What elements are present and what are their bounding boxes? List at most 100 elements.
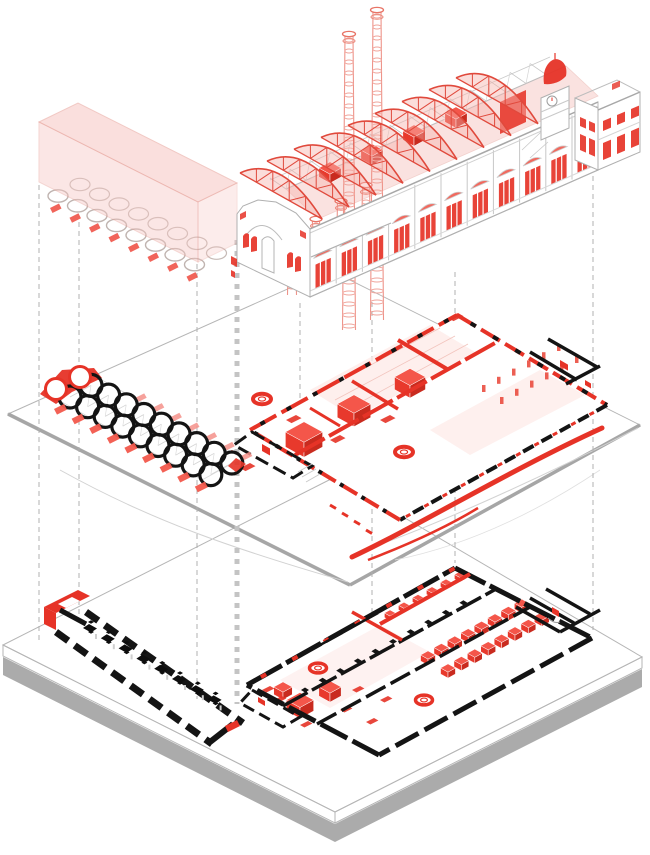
- cube-top-face: [420, 650, 436, 660]
- roof-truss: [374, 108, 458, 161]
- truss-top-chord: [347, 120, 431, 172]
- perimeter-wall-lower-right-accents: [399, 403, 608, 522]
- equipment-rings: [307, 661, 435, 707]
- facade-window: [399, 225, 404, 252]
- cube-top-face: [460, 628, 477, 638]
- equipment-rings: [251, 391, 415, 460]
- truss-fill: [348, 121, 430, 172]
- red-bit: [352, 686, 365, 693]
- truss-top-chord: [428, 84, 512, 137]
- site-contour-line: [59, 469, 349, 583]
- hall-post: [557, 344, 561, 351]
- chimney-ring: [370, 277, 384, 283]
- truss-bottom-chord: [455, 77, 539, 125]
- truss-bottom-chord: [401, 101, 485, 149]
- red-bit: [366, 718, 379, 725]
- perimeter-wall-lower-right: [399, 403, 608, 522]
- facade-window: [498, 181, 504, 208]
- door-swing: [547, 617, 561, 623]
- red-bit: [380, 415, 396, 424]
- truss-web: [471, 73, 523, 115]
- truss-fill: [294, 144, 376, 196]
- chimney-ring: [344, 37, 354, 43]
- vault-wall-red: [50, 203, 62, 213]
- back-wall-line: [269, 56, 551, 181]
- chimney-ring: [343, 191, 355, 197]
- annex-red-bit: [560, 360, 568, 371]
- hall-post: [560, 364, 564, 372]
- bay-lunette: [417, 203, 438, 213]
- ground-plate-side-right: [334, 656, 643, 824]
- roof-truss: [239, 168, 323, 220]
- cube-top-face: [480, 641, 497, 651]
- boiler-blocks: [318, 90, 526, 184]
- hall-post: [545, 372, 549, 380]
- facade-window: [509, 176, 515, 203]
- vault-wall-red: [167, 262, 179, 272]
- roof-truss: [347, 120, 431, 172]
- truss-bottom-chord: [239, 172, 323, 220]
- equipment-ring: [307, 661, 329, 675]
- truss-web: [363, 121, 415, 163]
- truss-top-chord: [239, 168, 323, 220]
- tank-wall-red: [54, 404, 67, 415]
- facade-window: [525, 170, 530, 197]
- facade-window: [483, 188, 488, 215]
- chimney-ring: [372, 57, 382, 63]
- truss-web: [390, 109, 442, 151]
- truss-bottom-chord: [320, 136, 404, 184]
- facade-window: [556, 156, 562, 183]
- left-annex: [231, 430, 315, 480]
- red-bit: [300, 721, 313, 728]
- cube-top-face: [397, 601, 411, 609]
- facade-window: [315, 262, 320, 289]
- inner-red-wall: [379, 572, 471, 626]
- truss-bottom-chord: [266, 160, 350, 208]
- cube-top-face: [493, 634, 510, 643]
- truss-web: [336, 133, 388, 175]
- pavilion-window: [631, 127, 639, 148]
- gable-facade: [231, 199, 311, 298]
- ground-floor-plan: [237, 565, 601, 758]
- column-dot: [389, 639, 397, 644]
- tank-wall-fringe: [54, 393, 253, 493]
- cube-top-face: [284, 421, 324, 443]
- facade-window: [457, 200, 462, 226]
- red-wall-fragments: [329, 503, 373, 535]
- roof-truss: [455, 72, 539, 125]
- tank-wall-red: [241, 451, 253, 460]
- chimney-ring: [370, 310, 384, 316]
- truss-top-chord: [293, 144, 377, 196]
- low-wing-mask: [311, 193, 391, 257]
- cross-column-nub: [177, 671, 183, 685]
- frame-line: [529, 63, 547, 75]
- hall-post: [542, 352, 546, 360]
- cube-top-face: [393, 368, 427, 386]
- pavilion-window: [617, 133, 625, 154]
- chimney-ring: [371, 79, 383, 85]
- truss-fill: [375, 109, 457, 160]
- hall-post: [575, 356, 579, 363]
- tank-circle-red: [68, 365, 92, 389]
- tank-wall-red: [142, 452, 155, 464]
- perimeter-wall: [377, 635, 594, 758]
- roof-truss: [293, 144, 377, 196]
- pavilion-window: [603, 139, 611, 160]
- red-bit: [330, 435, 346, 444]
- truss-web: [282, 156, 334, 198]
- tank-wall-red: [106, 433, 120, 444]
- tank-wall-red: [189, 422, 200, 431]
- hall-post: [530, 380, 534, 388]
- roof-truss: [401, 96, 485, 149]
- tank-wall-red: [159, 462, 173, 473]
- gable-red-bit: [300, 230, 306, 239]
- truss-top-chord: [374, 108, 458, 160]
- tower-band: [540, 99, 570, 113]
- tank-wall-red: [124, 442, 138, 454]
- chimney-ring: [344, 81, 354, 87]
- vault-dome: [127, 207, 150, 221]
- cube-top-face: [453, 656, 470, 665]
- chimney-ring: [372, 13, 382, 19]
- tanks-far-end-cap: [228, 458, 246, 472]
- equipment-ring: [251, 391, 273, 407]
